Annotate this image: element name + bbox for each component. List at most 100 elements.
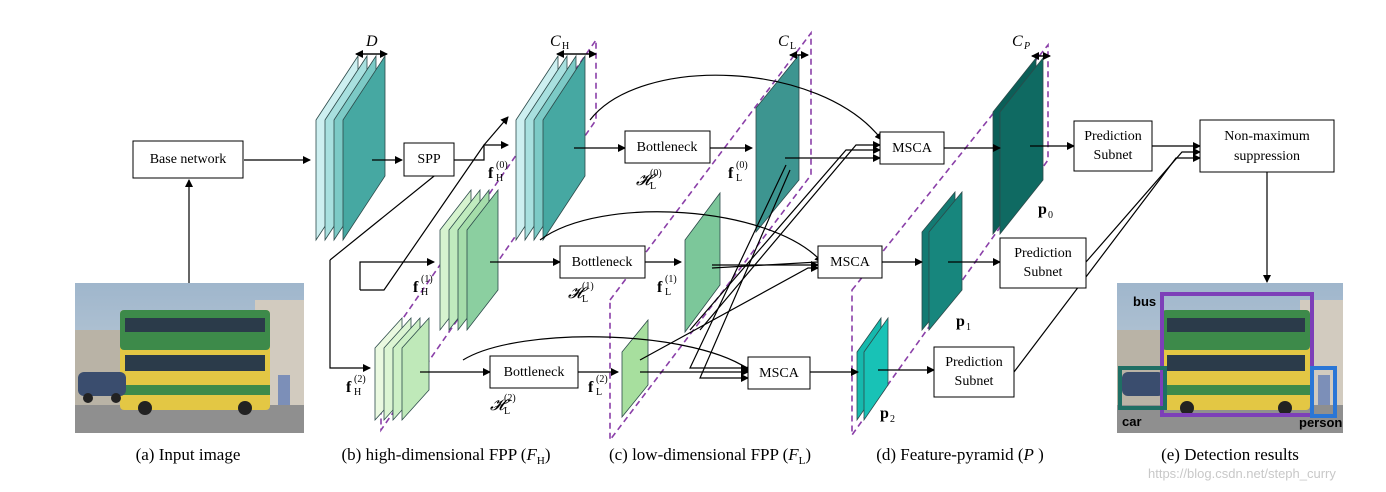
caption-e: (e) Detection results [1161, 445, 1299, 464]
p0-label: p 0 [1038, 201, 1053, 221]
svg-text:C: C [1012, 33, 1023, 50]
prediction-subnet-1: Prediction Subnet [999, 237, 1087, 289]
svg-text:(2): (2) [504, 393, 516, 404]
watermark: https://blog.csdn.net/steph_curry [1148, 466, 1336, 481]
svg-text:Bottleneck: Bottleneck [504, 365, 565, 380]
svg-text:(0): (0) [650, 168, 662, 179]
fl0-label: f L (0) [728, 160, 748, 184]
fh0-label: f H (0) [488, 160, 508, 184]
fpp-l-region [609, 30, 812, 443]
svg-text:L: L [582, 294, 588, 305]
dim-cl-label: C L [778, 33, 796, 52]
svg-text:Prediction: Prediction [1014, 246, 1072, 261]
svg-text:0: 0 [1048, 210, 1053, 221]
svg-text:L: L [650, 181, 656, 192]
svg-text:Prediction: Prediction [945, 355, 1003, 370]
svg-text:Subnet: Subnet [955, 374, 994, 389]
base-network-box: Base network [132, 140, 244, 179]
svg-text:H: H [421, 287, 428, 298]
fl1-feature [684, 191, 721, 334]
svg-text:H: H [496, 173, 503, 184]
detection-image: bus car person [1117, 283, 1343, 433]
svg-text:f: f [657, 279, 663, 296]
svg-text:(1): (1) [421, 274, 433, 285]
svg-text:SPP: SPP [417, 152, 441, 167]
svg-text:p: p [956, 313, 965, 330]
svg-text:f: f [346, 379, 352, 396]
p0-feature [992, 56, 1044, 236]
fl0-feature [755, 53, 800, 234]
fh0-feature-stack [515, 54, 586, 242]
input-image [75, 283, 304, 433]
p2-label: p 2 [880, 405, 895, 425]
fh2-label: f H (2) [346, 374, 366, 398]
hl1-label: 𝓗 L (1) [568, 281, 594, 305]
fl2-feature [621, 318, 649, 419]
svg-text:Bottleneck: Bottleneck [572, 255, 633, 270]
svg-text:P: P [1023, 41, 1030, 52]
person-label: person [1299, 415, 1342, 430]
fh1-feature-stack [439, 188, 499, 332]
svg-text:Base network: Base network [150, 152, 227, 167]
svg-text:Subnet: Subnet [1024, 265, 1063, 280]
base-feature-stack [315, 54, 386, 242]
svg-text:L: L [790, 41, 796, 52]
svg-text:(0): (0) [736, 160, 748, 171]
svg-text:Prediction: Prediction [1084, 129, 1142, 144]
svg-text:(2): (2) [596, 374, 608, 385]
fl2-label: f L (2) [588, 374, 608, 398]
svg-text:Subnet: Subnet [1094, 148, 1133, 163]
msca-box-0: MSCA [879, 131, 945, 165]
svg-text:H: H [354, 387, 361, 398]
svg-text:suppression: suppression [1234, 149, 1300, 164]
prediction-subnet-0: Prediction Subnet [1073, 120, 1153, 172]
svg-text:L: L [504, 406, 510, 417]
svg-text:(1): (1) [665, 274, 677, 285]
bottleneck-box-2: Bottleneck [489, 355, 579, 389]
caption-b: (b) high-dimensional FPP (FH) [342, 445, 551, 467]
dim-ch-label: C H [550, 33, 569, 52]
svg-text:f: f [413, 279, 419, 296]
msca-box-2: MSCA [747, 356, 811, 390]
caption-d: (d) Feature-pyramid (P ) [876, 445, 1044, 464]
person-detection-box [1310, 366, 1337, 418]
caption-c: (c) low-dimensional FPP (FL) [609, 445, 811, 467]
svg-text:Non-maximum: Non-maximum [1224, 129, 1310, 144]
svg-text:MSCA: MSCA [759, 366, 800, 381]
svg-text:f: f [588, 379, 594, 396]
caption-a: (a) Input image [136, 445, 241, 464]
bus-label: bus [1133, 294, 1156, 309]
svg-text:(0): (0) [496, 160, 508, 171]
svg-text:L: L [736, 173, 742, 184]
svg-text:MSCA: MSCA [830, 255, 871, 270]
svg-text:L: L [596, 387, 602, 398]
fl1-label: f L (1) [657, 274, 677, 298]
car-detection-box [1118, 366, 1167, 410]
connectors [185, 50, 1271, 382]
svg-text:C: C [778, 33, 789, 50]
bottleneck-box-0: Bottleneck [624, 130, 711, 164]
svg-text:Bottleneck: Bottleneck [637, 140, 698, 155]
svg-text:C: C [550, 33, 561, 50]
svg-text:p: p [880, 405, 889, 422]
hl0-label: 𝓗 L (0) [636, 168, 662, 192]
svg-text:f: f [728, 165, 734, 182]
fh2-feature-stack [374, 316, 430, 422]
p1-label: p 1 [956, 313, 971, 333]
p1-feature [921, 190, 963, 332]
svg-text:(2): (2) [354, 374, 366, 385]
spp-box: SPP [403, 142, 455, 177]
msca-box-1: MSCA [817, 245, 883, 279]
svg-text:H: H [562, 41, 569, 52]
p2-feature [856, 316, 889, 422]
car-label: car [1122, 414, 1142, 429]
svg-text:f: f [488, 165, 494, 182]
svg-text:(1): (1) [582, 281, 594, 292]
fh1-label: f H (1) [413, 274, 433, 298]
svg-text:L: L [665, 287, 671, 298]
hl2-label: 𝓗 L (2) [490, 393, 516, 417]
svg-text:2: 2 [890, 414, 895, 425]
pyramid-region [851, 42, 1049, 438]
dim-cp-label: C P [1012, 33, 1030, 52]
